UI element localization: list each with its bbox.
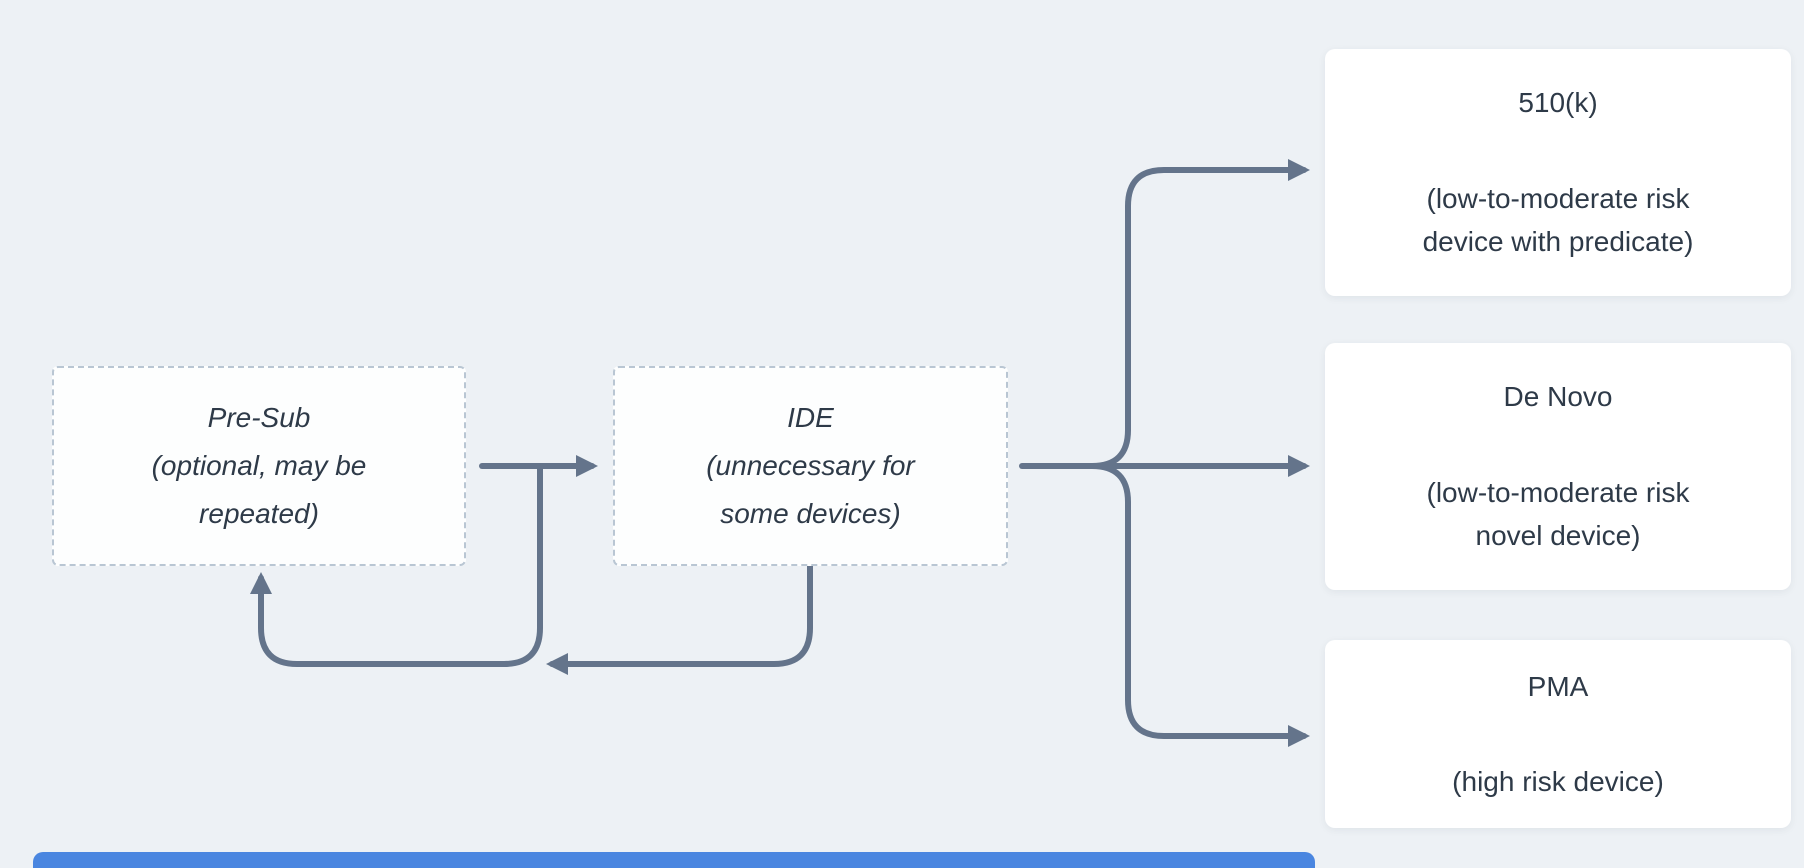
node-pma-subtitle: (high risk device) [1452, 766, 1664, 797]
arrow-ide-to-loop [546, 563, 813, 675]
node-ide-title: IDE [787, 401, 834, 433]
node-denovo-subtitle: (low-to-moderate risk novel device) [1426, 476, 1690, 552]
arrow-loop-back-to-presub [250, 463, 543, 667]
node-presub-title: Pre-Sub [207, 401, 311, 433]
node-denovo-title: De Novo [1503, 381, 1613, 413]
node-pma-title: PMA [1527, 670, 1589, 702]
arrow-ide-to-pma [1089, 463, 1310, 747]
node-ide-subtitle: (unnecessary for some devices) [706, 449, 915, 530]
node-510k: 510(k) (low-to-moderate risk device with… [1325, 49, 1791, 296]
node-510k-title: 510(k) [1518, 87, 1598, 119]
node-510k-subtitle: (low-to-moderate risk device with predic… [1422, 182, 1694, 258]
node-pma: PMA (high risk device) [1325, 640, 1791, 828]
node-denovo: De Novo (low-to-moderate risk novel devi… [1325, 343, 1791, 590]
node-presub-subtitle: (optional, may be repeated) [151, 449, 367, 530]
node-presub: Pre-Sub (optional, may be repeated) [52, 366, 466, 566]
bottom-accent-bar [33, 852, 1315, 868]
node-ide: IDE (unnecessary for some devices) [613, 366, 1008, 566]
arrow-ide-to-510k [1089, 159, 1310, 469]
